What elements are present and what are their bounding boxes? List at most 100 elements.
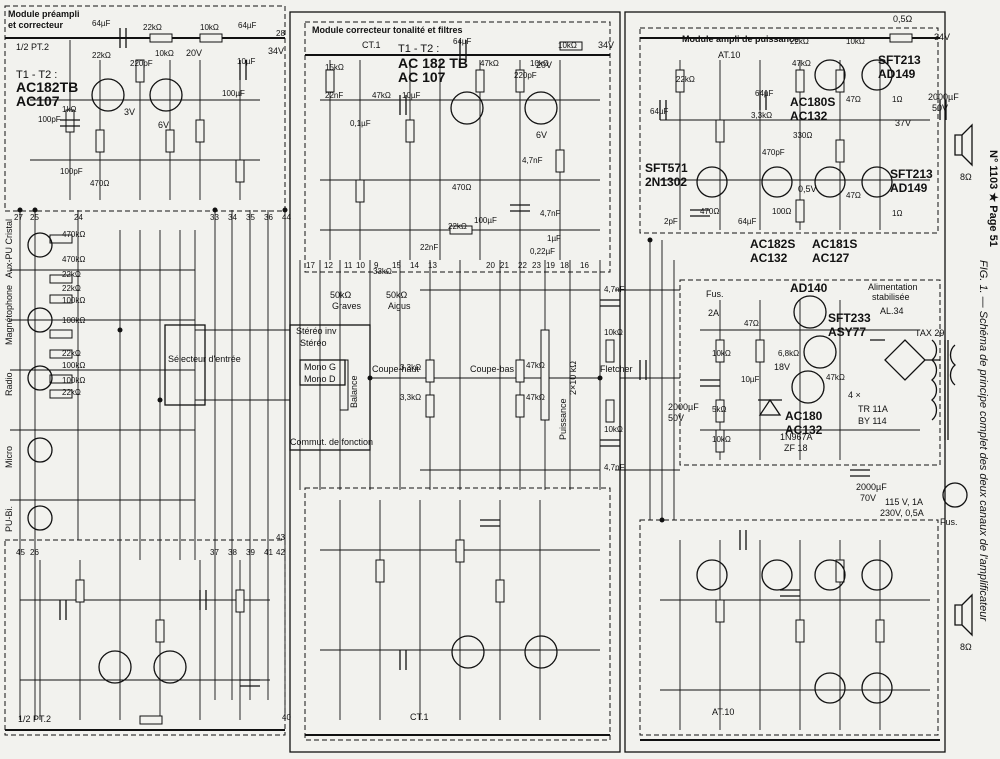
pin-preamp-7: 37 bbox=[210, 548, 219, 557]
val-r10k-fletcher: 10kΩ bbox=[604, 328, 623, 337]
power-module-frame bbox=[639, 27, 939, 234]
val-c100p-preamp: 100pF bbox=[38, 115, 61, 124]
supply-t2-line2: ASY77 bbox=[828, 325, 866, 339]
power-t1-line1: SFT571 bbox=[645, 161, 688, 175]
val-c64-power: 64µF bbox=[650, 107, 669, 116]
bridge-rectifier bbox=[870, 339, 940, 381]
power-t23-line2: AC132 bbox=[750, 251, 788, 265]
coupe-bas-label: Coupe-bas bbox=[470, 364, 515, 374]
pin-tone-13: 18 bbox=[560, 261, 569, 270]
pin-tone-1: 12 bbox=[324, 261, 333, 270]
pin-preamp-1: 25 bbox=[30, 213, 39, 222]
input-micro-label: Micro bbox=[4, 446, 14, 468]
val-r470-preamp: 470Ω bbox=[90, 179, 109, 188]
pin-preamp-16: 26 bbox=[30, 548, 39, 557]
cap-out-voltage: 50V bbox=[932, 103, 948, 113]
pin-tone-12: 19 bbox=[546, 261, 555, 270]
pin-preamp-15: 45 bbox=[16, 548, 25, 557]
val-c10-supply: 10µF bbox=[741, 375, 760, 384]
pin-tone-14: 16 bbox=[580, 261, 589, 270]
preamp-board-top: 1/2 PT.2 bbox=[16, 42, 49, 52]
input-radio-label: Radio bbox=[4, 372, 14, 396]
supply-t2-line1: SFT233 bbox=[828, 311, 871, 325]
val-r10k-fletcher-2: 10kΩ bbox=[604, 425, 623, 434]
tone-module-frame bbox=[304, 21, 611, 273]
zener-type-2: ZF 18 bbox=[784, 443, 808, 453]
mains-fuse: Fus. bbox=[940, 517, 958, 527]
val-c47n-fletcher-2: 4,7nF bbox=[604, 463, 625, 472]
stereo-inv-label: Stéréo inv bbox=[296, 326, 337, 336]
pin-preamp-13: 43 bbox=[276, 533, 285, 542]
val-r68k-supply: 6,8kΩ bbox=[778, 349, 799, 358]
transistors bbox=[91, 59, 893, 704]
pin-preamp-9: 39 bbox=[246, 548, 255, 557]
tone-v20: 20V bbox=[536, 60, 552, 70]
preamp-board-bottom: 1/2 PT.2 bbox=[18, 714, 51, 724]
preamp-module-frame-bottom bbox=[4, 539, 286, 736]
supply-title-2: stabilisée bbox=[872, 292, 910, 302]
val-r470-power: 470Ω bbox=[700, 207, 719, 216]
val-r22k-tone: 22kΩ bbox=[448, 222, 467, 231]
selector-label: Sélecteur d'entrée bbox=[168, 354, 241, 364]
input-pu-label: PU-Bi. bbox=[4, 506, 14, 532]
preamp-v3: 3V bbox=[124, 107, 135, 117]
val-r470k-aux-2: 470kΩ bbox=[62, 255, 85, 264]
val-r22k-preamp-2: 22kΩ bbox=[92, 51, 111, 60]
val-r15k-tone: 15kΩ bbox=[325, 63, 344, 72]
val-r47-supply: 47Ω bbox=[744, 319, 759, 328]
val-r10k-supply: 10kΩ bbox=[712, 349, 731, 358]
val-r47-power-2: 47Ω bbox=[846, 191, 861, 200]
val-r1-power-2: 1Ω bbox=[892, 95, 902, 104]
val-r1-power: 1Ω bbox=[892, 209, 902, 218]
graves-pot-value: 50kΩ bbox=[330, 290, 352, 300]
val-c64-preamp-2: 64µF bbox=[238, 21, 257, 30]
supply-board: AL.34 bbox=[880, 306, 904, 316]
val-c22n-tone: 22nF bbox=[325, 91, 343, 100]
power-r05: 0,5Ω bbox=[893, 14, 913, 24]
power-t1-line2: 2N1302 bbox=[645, 175, 687, 189]
mains-line-2: 230V, 0,5A bbox=[880, 508, 924, 518]
pin-numbers: 27 25 24 33 34 35 36 37 38 39 40 41 42 4… bbox=[14, 29, 589, 722]
power-v37: 37V bbox=[895, 118, 911, 128]
pin-preamp-10: 40 bbox=[282, 713, 291, 722]
preamp-title-2: et correcteur bbox=[8, 20, 64, 30]
val-r33k-tone: 33kΩ bbox=[373, 267, 392, 276]
switch-blocks bbox=[164, 324, 371, 451]
power-module-frame-bottom bbox=[639, 519, 939, 736]
preamp-v20: 20V bbox=[186, 48, 202, 58]
val-r100k-mag-2: 100kΩ bbox=[62, 316, 85, 325]
preamp-module-frame bbox=[4, 5, 286, 212]
val-r22k-power-2: 22kΩ bbox=[790, 37, 809, 46]
stereo-label: Stéréo bbox=[300, 338, 327, 348]
capacitors bbox=[59, 28, 947, 687]
val-c22n-tone-2: 22nF bbox=[420, 243, 438, 252]
val-r10k-preamp: 10kΩ bbox=[200, 23, 219, 32]
supply-fuse-rating: 2A bbox=[708, 308, 719, 318]
mains-plug bbox=[942, 482, 968, 508]
val-r10k-supply-2: 10kΩ bbox=[712, 435, 731, 444]
power-t23-line1: AC182S bbox=[750, 237, 795, 251]
val-c10-preamp: 10µF bbox=[237, 57, 256, 66]
val-c64-preamp: 64µF bbox=[92, 19, 111, 28]
val-c022-tone: 0,22µF bbox=[530, 247, 555, 256]
commut-label: Commut. de fonction bbox=[290, 437, 373, 447]
input-mag-label: Magnétophone bbox=[4, 285, 14, 345]
tone-module-frame-bottom bbox=[304, 487, 611, 741]
power-t5-line2: AD149 bbox=[878, 67, 916, 81]
cap-out-value: 2000µF bbox=[928, 92, 959, 102]
power-t4-line1: AC180S bbox=[790, 95, 835, 109]
pin-tone-4: 9 bbox=[374, 261, 379, 270]
pin-tone-9: 21 bbox=[500, 261, 509, 270]
val-r22k-radio: 22kΩ bbox=[62, 349, 81, 358]
preamp-type2: AC107 bbox=[16, 93, 60, 109]
diode-type-1: TR 11A bbox=[858, 404, 888, 414]
val-r33k2-coupe-2: 3,3kΩ bbox=[400, 393, 421, 402]
val-r10k-tone: 10kΩ bbox=[530, 59, 549, 68]
tone-type1: AC 182 TB bbox=[398, 55, 468, 71]
mono-g-label: Mono G bbox=[304, 362, 336, 372]
power-board-bottom: AT.10 bbox=[712, 707, 734, 717]
cap-supply-voltage: 50V bbox=[668, 413, 684, 423]
pin-tone-0: 17 bbox=[306, 261, 315, 270]
